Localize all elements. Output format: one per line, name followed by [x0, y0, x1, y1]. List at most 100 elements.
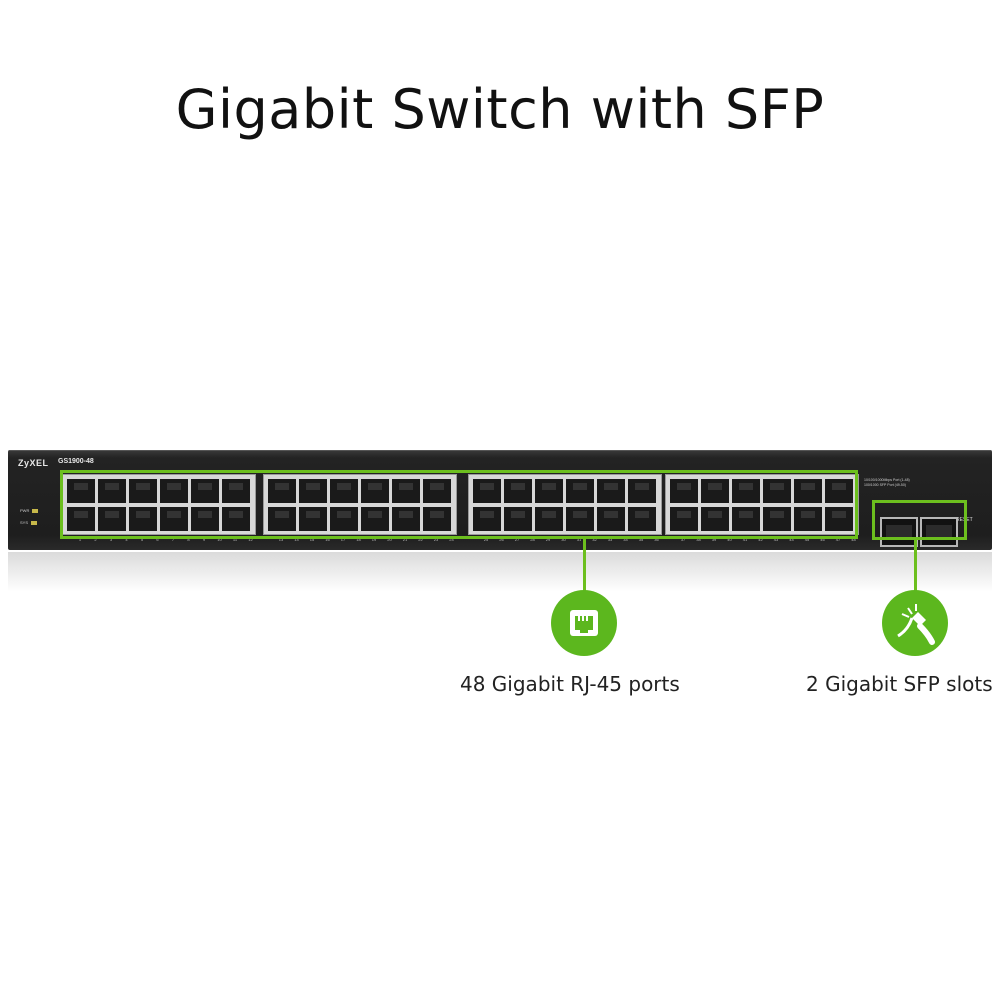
- rj45-port: [504, 507, 532, 531]
- rj45-port: [268, 507, 296, 531]
- port-number: 31: [576, 537, 582, 542]
- rj45-port: [299, 479, 327, 503]
- port-number: 23: [433, 537, 439, 542]
- rj45-port: [191, 479, 219, 503]
- port-spec-text: 10/100/1000Mbps Port (1-48) 100/1000 SFP…: [864, 478, 974, 488]
- port-number: 14: [294, 537, 299, 542]
- port-number: 43: [773, 537, 779, 542]
- rj45-port: [222, 507, 250, 531]
- port-number: 4: [125, 537, 128, 542]
- port-number: 6: [156, 537, 159, 542]
- port-number: 9: [202, 537, 206, 542]
- port-number: 48: [851, 537, 856, 542]
- spec-line-sfp: 100/1000 SFP Port (49-50): [864, 483, 906, 487]
- pwr-led-light: [32, 508, 39, 513]
- rj45-port: [504, 479, 532, 503]
- port-number: 28: [530, 537, 535, 542]
- rj45-port: [628, 507, 656, 531]
- sfp-slot-49: [880, 517, 918, 547]
- port-number: 20: [387, 537, 392, 542]
- port-number: 13: [278, 537, 284, 542]
- sys-led-light: [31, 520, 38, 525]
- port-number: 2: [94, 537, 97, 542]
- rj45-port: [701, 479, 729, 503]
- rj45-port: [670, 507, 698, 531]
- port-number: 18: [356, 537, 361, 542]
- rj45-port: [597, 507, 625, 531]
- brand-logo: ZyXEL: [18, 458, 49, 468]
- port-block-4: [665, 474, 859, 535]
- rj45-port: [535, 507, 563, 531]
- port-number: 16: [325, 537, 330, 542]
- port-number: 34: [623, 537, 628, 542]
- port-number: 46: [820, 537, 825, 542]
- port-number: 35: [638, 537, 644, 542]
- rj45-port: [794, 507, 822, 531]
- port-number: 10: [217, 537, 222, 542]
- sfp-slots-caption: 2 Gigabit SFP slots: [806, 672, 993, 696]
- port-number: 29: [545, 537, 551, 542]
- rj45-port: [597, 479, 625, 503]
- rj45-port: [98, 507, 126, 531]
- rj45-port: [330, 507, 358, 531]
- sfp-highlight-box: [872, 500, 967, 540]
- rj45-port: [763, 507, 791, 531]
- rj45-port: [191, 507, 219, 531]
- rj45-callout-line: [583, 539, 586, 591]
- rj45-port: [732, 507, 760, 531]
- port-number: 36: [654, 537, 659, 542]
- rj45-port: [392, 507, 420, 531]
- rj45-port: [794, 479, 822, 503]
- rj45-port: [473, 479, 501, 503]
- rj45-port: [670, 479, 698, 503]
- pwr-led-label: PWR: [20, 508, 30, 513]
- port-block-3: [468, 474, 662, 535]
- rj45-port: [222, 479, 250, 503]
- port-number: 38: [696, 537, 701, 542]
- rj45-port: [160, 507, 188, 531]
- page-title: Gigabit Switch with SFP: [175, 78, 825, 141]
- pwr-led: PWR: [20, 508, 39, 513]
- rj45-port: [330, 479, 358, 503]
- rj45-port: [129, 507, 157, 531]
- rj45-port: [299, 507, 327, 531]
- rj45-port: [67, 507, 95, 531]
- rj45-port: [566, 479, 594, 503]
- rj45-port: [566, 507, 594, 531]
- port-number: 30: [561, 537, 566, 542]
- rj45-port: [129, 479, 157, 503]
- rj45-port: [392, 479, 420, 503]
- port-number: 7: [171, 537, 175, 542]
- port-number: 26: [499, 537, 504, 542]
- sfp-slot-50: [920, 517, 958, 547]
- rj45-port: [628, 479, 656, 503]
- rj45-port: [701, 507, 729, 531]
- rj45-port: [160, 479, 188, 503]
- port-number: 8: [187, 537, 190, 542]
- rj45-port: [67, 479, 95, 503]
- network-switch: ZyXEL GS1900-48 PWR SYS 10/100/1000Mbps …: [8, 450, 992, 550]
- port-number: 33: [607, 537, 613, 542]
- port-number: 25: [483, 537, 489, 542]
- port-number: 17: [340, 537, 346, 542]
- port-block-1: [62, 474, 256, 535]
- sys-led-label: SYS: [20, 520, 29, 525]
- port-block-2: [263, 474, 457, 535]
- rj45-port: [732, 479, 760, 503]
- rj45-port: [268, 479, 296, 503]
- port-number: 22: [418, 537, 423, 542]
- rj45-port: [825, 507, 853, 531]
- port-number: 45: [804, 537, 810, 542]
- port-number: 11: [232, 537, 238, 542]
- port-number: 21: [402, 537, 408, 542]
- port-number: 44: [789, 537, 794, 542]
- rj45-port: [423, 507, 451, 531]
- ethernet-port-icon: [551, 590, 617, 656]
- rj45-port: [361, 507, 389, 531]
- port-number: 3: [109, 537, 113, 542]
- port-number: 42: [758, 537, 763, 542]
- port-number: 37: [680, 537, 686, 542]
- model-label: GS1900-48: [58, 458, 94, 465]
- rj45-port: [473, 507, 501, 531]
- switch-reflection: [8, 552, 992, 592]
